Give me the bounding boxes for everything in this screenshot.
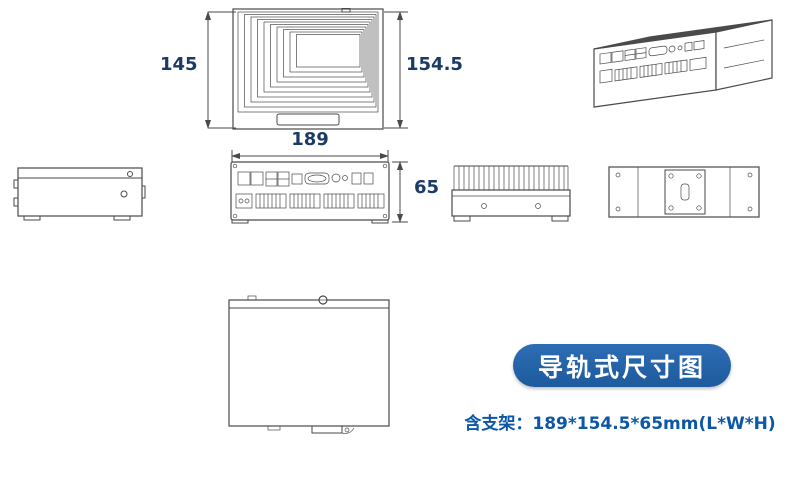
- dimension-line-65: [392, 161, 408, 223]
- overall-dimensions-text: 含支架：189*154.5*65mm(L*W*H): [464, 414, 776, 434]
- dimension-line-154_5: [384, 11, 408, 129]
- bottom-view-drawing: [608, 166, 760, 218]
- front-view-drawing: [230, 161, 390, 224]
- dimension-label-189: 189: [291, 129, 329, 150]
- dimension-label-65: 65: [414, 177, 440, 198]
- isometric-view-drawing: [593, 19, 773, 108]
- dimension-line-145: [205, 11, 236, 129]
- diagram-title-badge: 导轨式尺寸图: [513, 344, 731, 387]
- dimension-label-145: 145: [160, 54, 198, 75]
- side-view-left-drawing: [13, 167, 146, 221]
- dimension-label-154-5: 154.5: [406, 54, 463, 75]
- top-view-drawing: [232, 8, 384, 130]
- badge-label: 导轨式尺寸图: [537, 352, 706, 382]
- dimension-line-189: [231, 150, 389, 162]
- rear-view-drawing: [228, 295, 390, 434]
- side-view-fins-drawing: [451, 165, 571, 222]
